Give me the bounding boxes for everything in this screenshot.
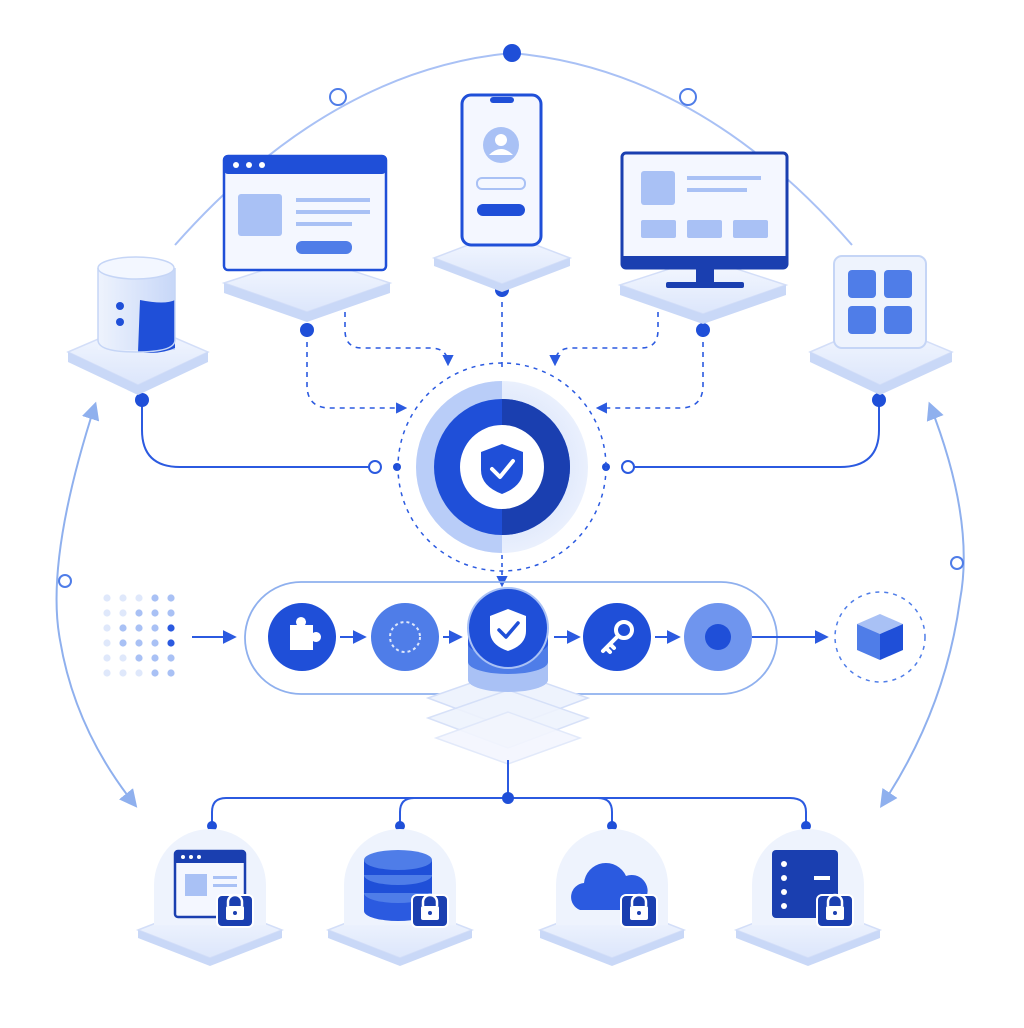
dot-matrix-icon [103,594,175,677]
matrix-dot [103,654,111,662]
shield-stack-icon [467,587,549,692]
matrix-dot [167,654,175,662]
matrix-dot [119,624,127,632]
matrix-dot [103,639,111,647]
matrix-dot [103,594,111,602]
locked-window-icon [173,849,254,928]
matrix-dot [167,624,175,632]
pipeline-step-key[interactable] [583,603,651,671]
matrix-dot [151,594,159,602]
processing-pipeline [103,581,926,765]
matrix-dot [167,594,175,602]
matrix-dot [151,654,159,662]
orbit-node-right [679,88,697,106]
cube-icon [857,614,903,660]
dashed-ring-icon [389,621,421,653]
locked-cloud-icon [571,862,658,928]
destination-locked-database[interactable] [325,829,475,966]
matrix-dot [119,669,127,677]
client-app-grid[interactable] [808,255,954,395]
pipeline-step-secure-core[interactable] [425,587,591,765]
client-mobile-app[interactable] [431,93,573,292]
client-connectors [135,283,886,474]
orbit-node-top [503,44,521,62]
pipeline-output[interactable] [834,591,926,683]
orbit-node-left [329,88,347,106]
smartphone-profile-icon [460,93,543,247]
matrix-dot [151,609,159,617]
destination-locked-cloud[interactable] [537,829,687,966]
pipeline-step-record[interactable] [684,603,752,671]
locked-server-icon [772,850,854,928]
matrix-dot [135,624,143,632]
destination-locked-server[interactable] [733,829,883,966]
matrix-dot [167,669,175,677]
locked-database-icon [364,850,449,928]
matrix-dot [167,639,175,647]
client-database[interactable] [66,256,210,395]
matrix-dot [135,609,143,617]
orbit-node-left-side [58,574,72,588]
puzzle-icon [290,617,322,650]
matrix-dot [135,669,143,677]
matrix-dot [151,624,159,632]
matrix-dot [103,624,111,632]
matrix-dot [103,609,111,617]
cylinder-database-icon [97,256,176,353]
pipeline-step-pending[interactable] [371,603,439,671]
matrix-dot [151,669,159,677]
app-grid-icon [833,255,927,349]
client-desktop-monitor[interactable] [617,151,789,324]
security-hub [397,362,607,588]
destination-locked-window[interactable] [135,829,285,966]
matrix-dot [119,594,127,602]
matrix-dot [119,654,127,662]
matrix-dot [119,609,127,617]
key-icon [601,620,634,654]
shield-check-icon [481,444,523,494]
matrix-dot [135,594,143,602]
orbit-node-right-side [950,556,964,570]
browser-window-icon [222,154,388,272]
client-web-browser[interactable] [221,154,393,322]
matrix-dot [151,639,159,647]
destinations [135,829,883,966]
matrix-dot [135,654,143,662]
matrix-dot [135,639,143,647]
pipeline-step-plugin[interactable] [268,603,336,671]
solid-dot-icon [705,624,731,650]
matrix-dot [119,639,127,647]
matrix-dot [167,609,175,617]
outer-orbit [55,44,965,809]
desktop-monitor-icon [620,151,789,288]
matrix-dot [103,669,111,677]
